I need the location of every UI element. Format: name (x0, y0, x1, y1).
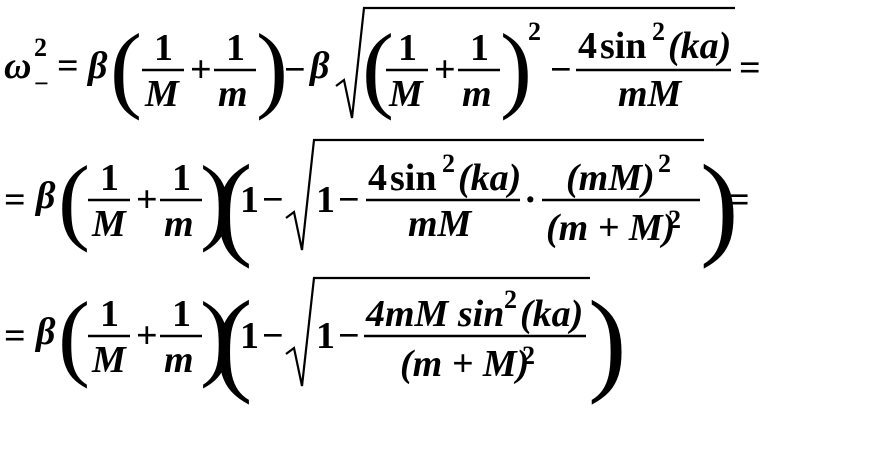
equals-sign: = (57, 45, 79, 87)
sin-argument: (ka) (458, 157, 521, 199)
plus-sign: + (136, 179, 158, 221)
minus-sign: − (338, 315, 360, 357)
fraction-numerator: 1 (398, 27, 417, 69)
left-paren: ( (214, 278, 253, 406)
equation-line-2: = β ( 1 M + 1 m ) ( 1 − 1 − 4 sin 2 (ka)… (4, 138, 750, 270)
right-paren: ) (500, 14, 532, 121)
exponent: 2 (442, 149, 455, 178)
fraction-numerator: 1 (470, 27, 489, 69)
fraction-denominator: (m + M) 2 (546, 205, 681, 249)
fraction-denominator: M (388, 73, 424, 115)
right-paren: ) (256, 14, 288, 121)
beta-symbol: β (34, 175, 56, 217)
omega-symbol: ω (4, 45, 31, 87)
number-one: 1 (316, 179, 335, 221)
fraction-denominator: m (164, 203, 194, 245)
minus-sign: − (262, 179, 284, 221)
denominator-expression: (m + M) (546, 207, 675, 249)
fraction-numerator: 1 (100, 293, 119, 335)
number-one: 1 (316, 315, 335, 357)
right-paren: ) (700, 142, 739, 270)
number-one: 1 (240, 315, 259, 357)
fraction-numerator: 1 (226, 27, 245, 69)
equation-line-1: ω 2 − = β ( 1 M + 1 m ) − β ( 1 M + 1 m … (4, 6, 761, 121)
fraction-numerator: 4 sin 2 (ka) (578, 17, 731, 67)
multiplication-dot: · (524, 179, 537, 221)
fraction-denominator: m (164, 339, 194, 381)
minus-sign: − (338, 179, 360, 221)
plus-sign: + (434, 49, 456, 91)
numerator-expression: (mM) (566, 157, 655, 199)
left-paren: ( (362, 14, 394, 121)
fraction-numerator: 4mM sin 2 (ka) (365, 285, 583, 335)
radical-sign (285, 138, 704, 251)
beta-symbol: β (308, 45, 330, 87)
fraction-numerator: 1 (172, 293, 191, 335)
sin-argument: (ka) (668, 25, 731, 67)
fraction-denominator: M (91, 203, 127, 245)
minus-sign: − (550, 49, 572, 91)
plus-sign: + (190, 49, 212, 91)
omega-superscript: 2 (34, 33, 47, 62)
omega-subscript: − (34, 69, 49, 98)
left-paren: ( (58, 146, 90, 253)
numerator-expression: 4mM sin (365, 293, 504, 335)
exponent: 2 (668, 205, 681, 234)
coefficient: 4 (578, 25, 597, 67)
exponent: 2 (522, 341, 535, 370)
beta-symbol: β (34, 311, 56, 353)
coefficient: 4 (368, 157, 387, 199)
equals-sign: = (4, 179, 26, 221)
equals-sign: = (728, 179, 750, 221)
right-paren: ) (200, 146, 232, 253)
minus-sign: − (262, 315, 284, 357)
fraction-denominator: m (218, 73, 248, 115)
fraction-numerator: 1 (154, 27, 173, 69)
fraction-numerator: 4 sin 2 (ka) (368, 149, 521, 199)
fraction-denominator: mM (618, 73, 683, 115)
equals-sign: = (4, 315, 26, 357)
plus-sign: + (136, 315, 158, 357)
fraction-denominator: M (91, 339, 127, 381)
number-one: 1 (240, 179, 259, 221)
equals-sign: = (739, 47, 761, 89)
beta-symbol: β (86, 45, 108, 87)
fraction-numerator: 1 (100, 157, 119, 199)
exponent: 2 (528, 17, 541, 46)
right-paren: ) (588, 278, 627, 406)
right-paren: ) (200, 282, 232, 389)
minus-sign: − (284, 49, 306, 91)
exponent: 2 (504, 285, 517, 314)
fraction-denominator: M (144, 73, 180, 115)
left-paren: ( (214, 142, 253, 270)
left-paren: ( (58, 282, 90, 389)
fraction-numerator: (mM) 2 (566, 149, 671, 199)
radical-sign (285, 276, 590, 387)
sin-function: sin (600, 25, 646, 67)
exponent: 2 (652, 17, 665, 46)
fraction-denominator: mM (408, 203, 473, 245)
fraction-denominator: m (462, 73, 492, 115)
radical-sign (335, 6, 735, 119)
fraction-numerator: 1 (172, 157, 191, 199)
left-paren: ( (110, 14, 142, 121)
exponent: 2 (658, 149, 671, 178)
denominator-expression: (m + M) (400, 343, 529, 385)
sin-argument: (ka) (520, 293, 583, 335)
equation-line-3: = β ( 1 M + 1 m ) ( 1 − 1 − 4mM sin 2 (k… (4, 276, 627, 406)
fraction-denominator: (m + M) 2 (400, 341, 535, 385)
sin-function: sin (390, 157, 436, 199)
